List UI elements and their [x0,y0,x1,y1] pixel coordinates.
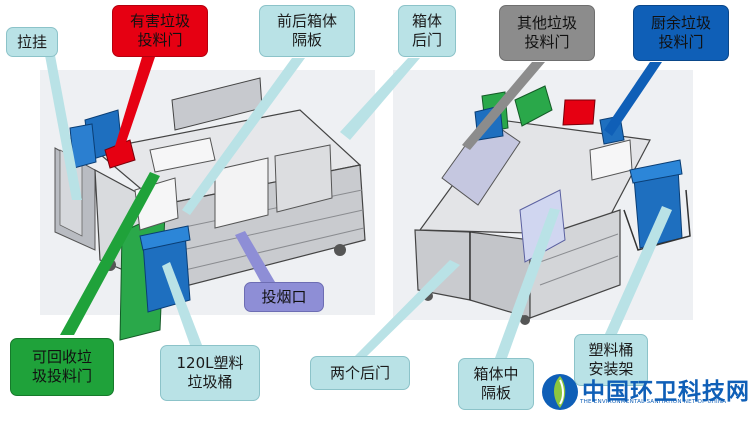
label-lagua: 拉挂 [6,27,58,57]
label-two-rear-doors: 两个后门 [310,356,410,390]
label-120l-plastic-bin: 120L塑料 垃圾桶 [160,345,260,401]
label-front-rear-partition: 前后箱体 隔板 [259,5,355,57]
label-kitchen-waste-door: 厨余垃圾 投料门 [633,5,729,61]
label-middle-partition: 箱体中 隔板 [458,358,534,410]
label-box-rear-door: 箱体 后门 [398,5,456,57]
label-hazardous-waste-door: 有害垃圾 投料门 [112,5,208,57]
label-recyclable-waste-door: 可回收垃 圾投料门 [10,338,114,396]
label-other-waste-door: 其他垃圾 投料门 [499,5,595,61]
label-smoke-inlet: 投烟口 [244,282,324,312]
logo-subtitle: THE ENVIRONMENTAL SANITATION NET OF CHIN… [580,399,726,405]
